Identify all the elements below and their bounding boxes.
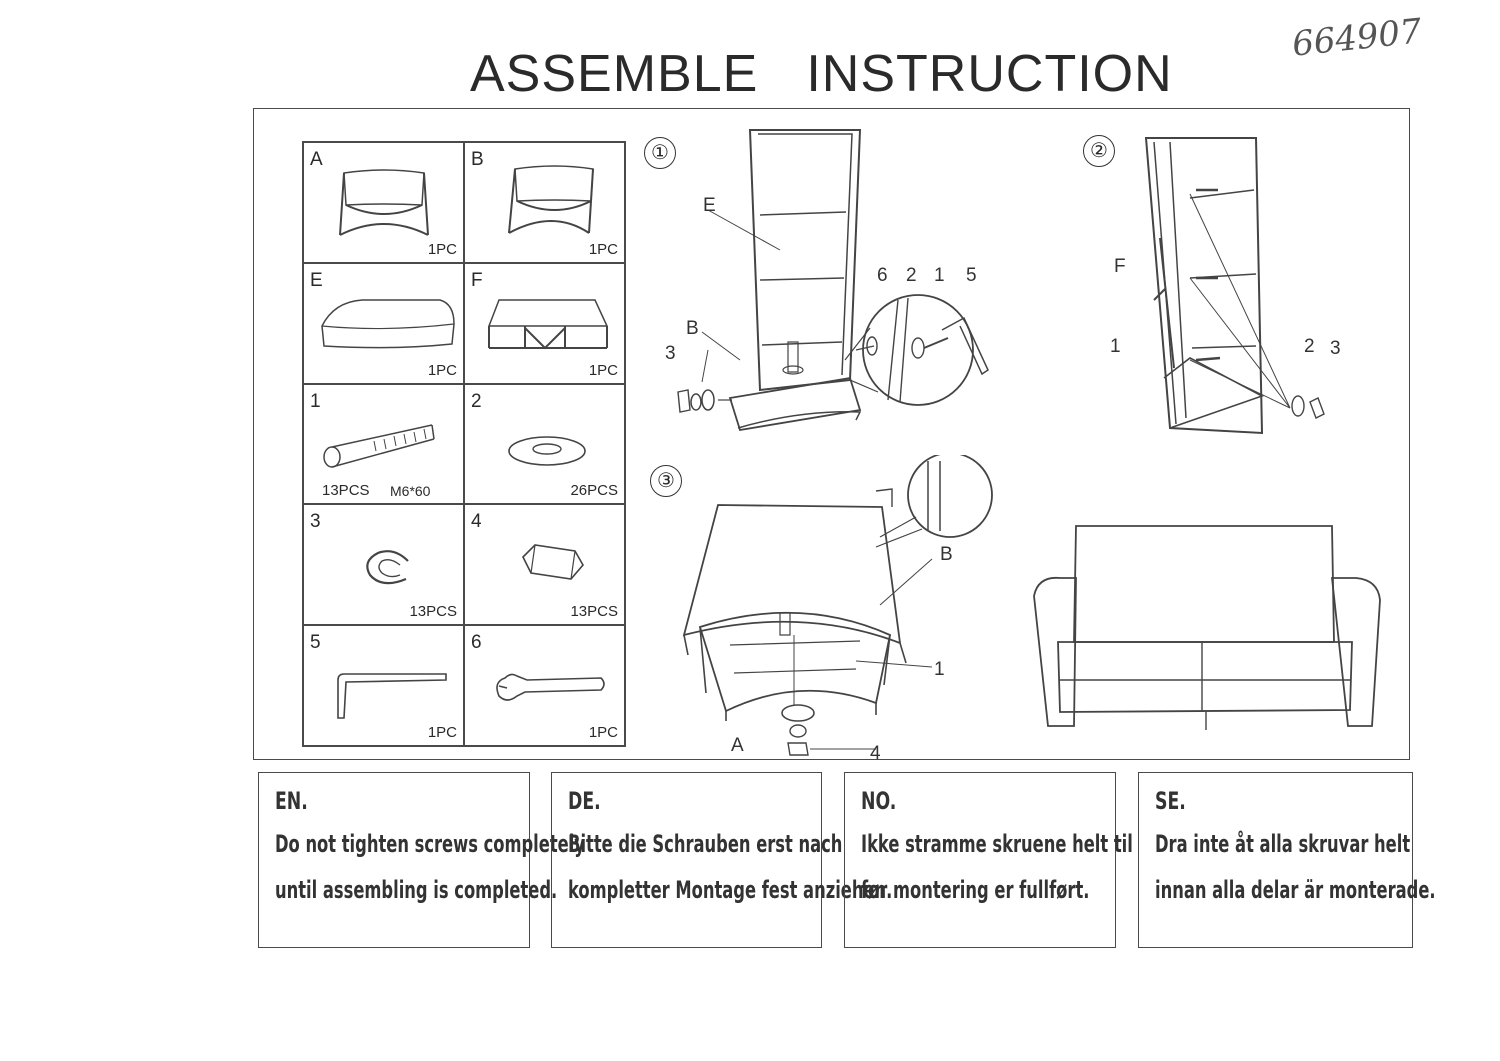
note-language-code: DE. (568, 787, 601, 815)
step-2-diagram (1130, 128, 1360, 438)
seat-frame-b-icon (465, 143, 627, 264)
part-qty: 1PC (588, 724, 618, 741)
part-cell-a: A 1PC (303, 142, 464, 263)
seat-frame-a-icon (304, 143, 466, 264)
part-cell-1: 1 13PCS M6*60 (303, 383, 466, 506)
step-2-callout-2: 2 (1304, 336, 1315, 357)
step-1-callout-b: B (686, 318, 699, 339)
step-2-callout-3: 3 (1330, 338, 1341, 359)
note-line-1: Ikke stramme skruene helt til (861, 830, 1133, 858)
part-qty: 26PCS (570, 482, 618, 500)
part-qty: 1PC (588, 240, 618, 258)
spring-washer-icon (304, 505, 466, 626)
title-part-2: INSTRUCTION (806, 45, 1173, 103)
note-line-1: Do not tighten screws completely (275, 830, 585, 858)
step-3-callout-a: A (731, 735, 744, 756)
note-line-2: kompletter Montage fest anziehen. (568, 876, 893, 904)
part-cell-6: 6 1PC (464, 625, 625, 746)
step-1-callout-5: 5 (966, 265, 977, 286)
part-label: B (471, 149, 484, 170)
finished-sofa-illustration (1030, 520, 1385, 735)
step-3-number: ③ (650, 465, 682, 497)
part-cell-2: 2 26PCS (464, 383, 627, 506)
note-line-1: Dra inte åt alla skruvar helt (1155, 830, 1411, 858)
note-language-code: NO. (861, 787, 897, 815)
part-qty: 13PCS (570, 603, 618, 621)
parts-list: A 1PC B 1PC E 1PC F 1PC 1 (302, 141, 626, 747)
document-title: ASSEMBLE INSTRUCTION (470, 44, 1173, 104)
frame-f-icon (465, 264, 627, 385)
note-language-code: EN. (275, 787, 308, 815)
step-3-callout-b: B (940, 544, 953, 565)
part-label: 1 (310, 390, 321, 412)
part-label: E (310, 269, 323, 291)
step-3-callout-1: 1 (934, 659, 945, 680)
step-2-number: ② (1083, 135, 1115, 167)
note-line-2: før montering er fullført. (861, 876, 1090, 904)
cushion-e-icon (304, 264, 466, 385)
part-qty: 13PCS (322, 482, 370, 500)
part-cell-b: B 1PC (464, 142, 625, 263)
step-1-callout-6: 6 (877, 265, 888, 286)
step-1-callout-2: 2 (906, 265, 917, 286)
step-1-callout-e: E (703, 195, 716, 216)
part-cell-f: F 1PC (464, 262, 627, 385)
step-2-callout-f: F (1114, 256, 1126, 277)
nut-icon (465, 505, 627, 626)
title-part-1: ASSEMBLE (470, 45, 759, 103)
bolt-icon (304, 385, 466, 506)
wrench-icon (465, 626, 627, 747)
part-label: 2 (471, 390, 482, 412)
note-en: EN. Do not tighten screws completely unt… (258, 772, 585, 948)
part-qty: 1PC (427, 361, 457, 379)
part-label: 4 (471, 511, 482, 533)
part-label: 5 (310, 632, 321, 654)
part-qty: 1PC (427, 240, 457, 258)
handwritten-note: 664907 (1290, 11, 1424, 65)
part-cell-5: 5 1PC (303, 625, 464, 746)
step-1-number: ① (644, 137, 676, 169)
allen-key-icon (304, 626, 466, 747)
note-line-1: Bitte die Schrauben erst nach (568, 830, 843, 858)
note-de: DE. Bitte die Schrauben erst nach komple… (551, 772, 893, 948)
note-no: NO. Ikke stramme skruene helt til før mo… (844, 772, 1133, 948)
washer-icon (465, 385, 627, 506)
note-line-2: until assembling is completed. (275, 876, 558, 904)
diagram-frame (253, 108, 1410, 760)
note-se: SE. Dra inte åt alla skruvar helt innan … (1138, 772, 1436, 948)
part-label: 3 (310, 511, 321, 533)
part-cell-4: 4 13PCS (464, 504, 627, 626)
step-3-diagram (670, 455, 1000, 765)
part-qty: 13PCS (409, 603, 457, 621)
part-qty: 1PC (427, 724, 457, 741)
part-cell-e: E 1PC (303, 262, 466, 385)
step-1-callout-1: 1 (934, 265, 945, 286)
step-2-callout-1: 1 (1110, 336, 1121, 357)
part-label: A (310, 149, 323, 170)
part-cell-3: 3 13PCS (303, 504, 466, 626)
bolt-size: M6*60 (390, 483, 431, 500)
note-line-2: innan alla delar är monterade. (1155, 876, 1436, 904)
part-qty: 1PC (588, 361, 618, 379)
part-label: F (471, 269, 483, 291)
part-label: 6 (471, 632, 482, 654)
step-1-callout-3: 3 (665, 343, 676, 364)
step-3-callout-4: 4 (870, 743, 881, 764)
step-1-diagram (660, 120, 1020, 440)
note-language-code: SE. (1155, 787, 1186, 815)
